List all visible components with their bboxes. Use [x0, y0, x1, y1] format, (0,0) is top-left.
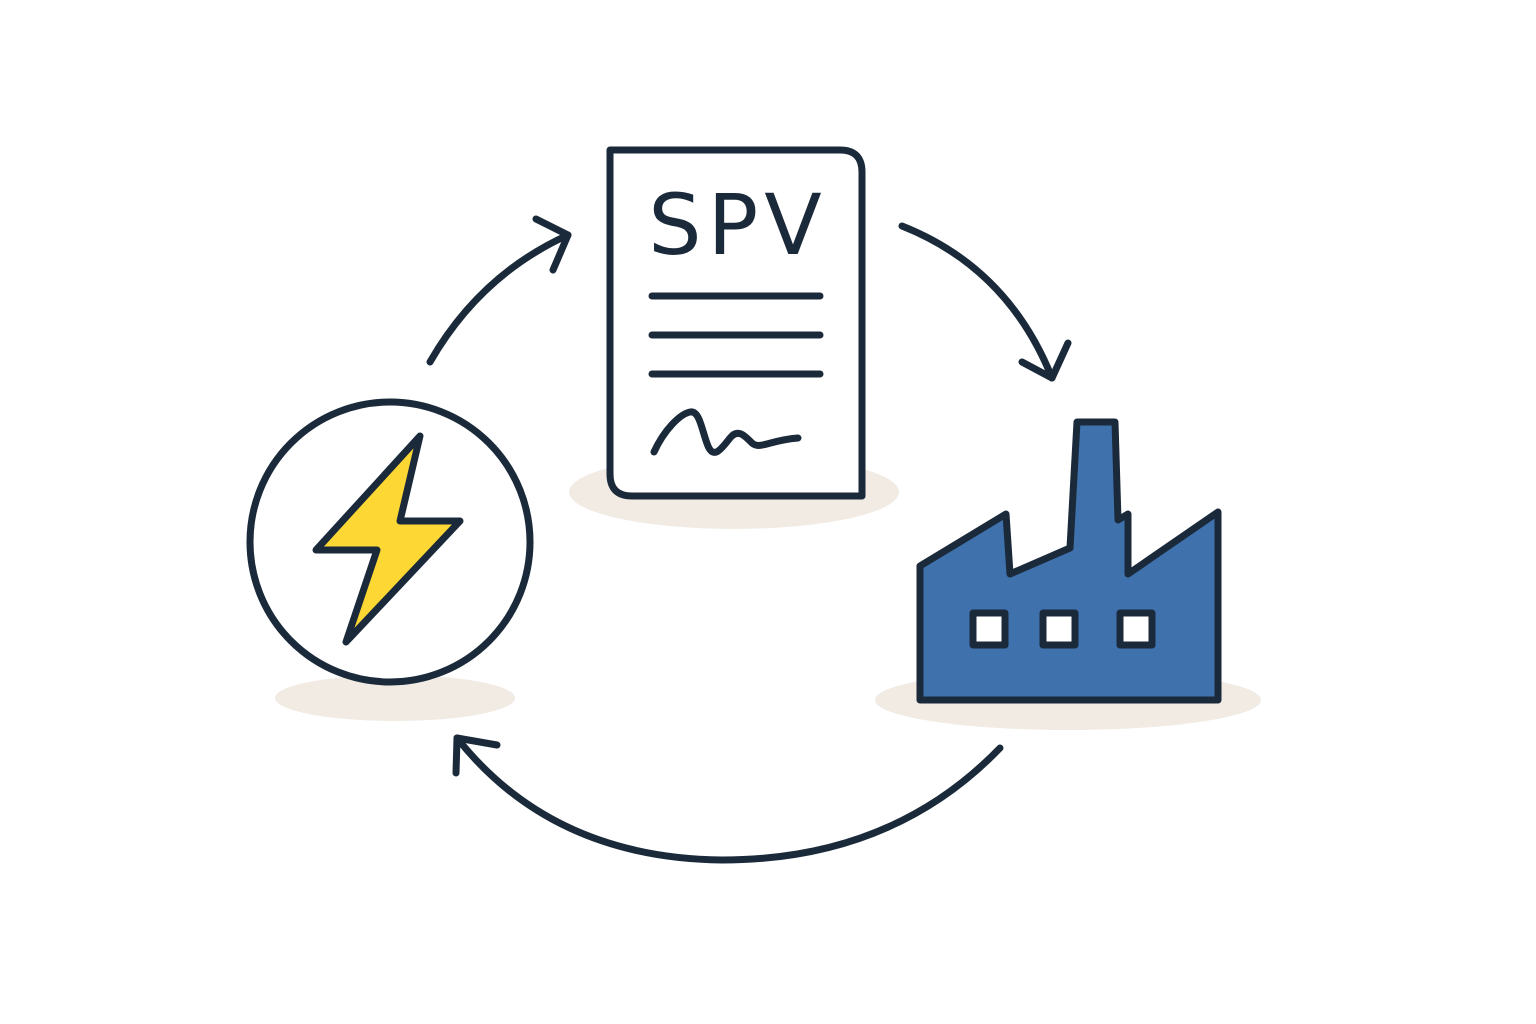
spv-document: SPV: [606, 146, 866, 500]
arrow-factory-to-energy: [452, 734, 1004, 864]
factory-window: [969, 609, 1009, 649]
document-title: SPV: [648, 176, 827, 274]
factory-icon: [916, 418, 1222, 704]
lightning-bolt-icon: [312, 432, 464, 646]
contract-document-icon: [606, 146, 866, 500]
signature-icon: [650, 408, 802, 456]
factory-node: [916, 418, 1222, 704]
factory-window: [1116, 609, 1156, 649]
energy-node-shadow: [275, 675, 515, 721]
arrow-spv-to-factory: [898, 222, 1072, 382]
arrow-energy-to-spv: [426, 215, 572, 366]
energy-node: [246, 398, 534, 686]
factory-window: [1039, 609, 1079, 649]
